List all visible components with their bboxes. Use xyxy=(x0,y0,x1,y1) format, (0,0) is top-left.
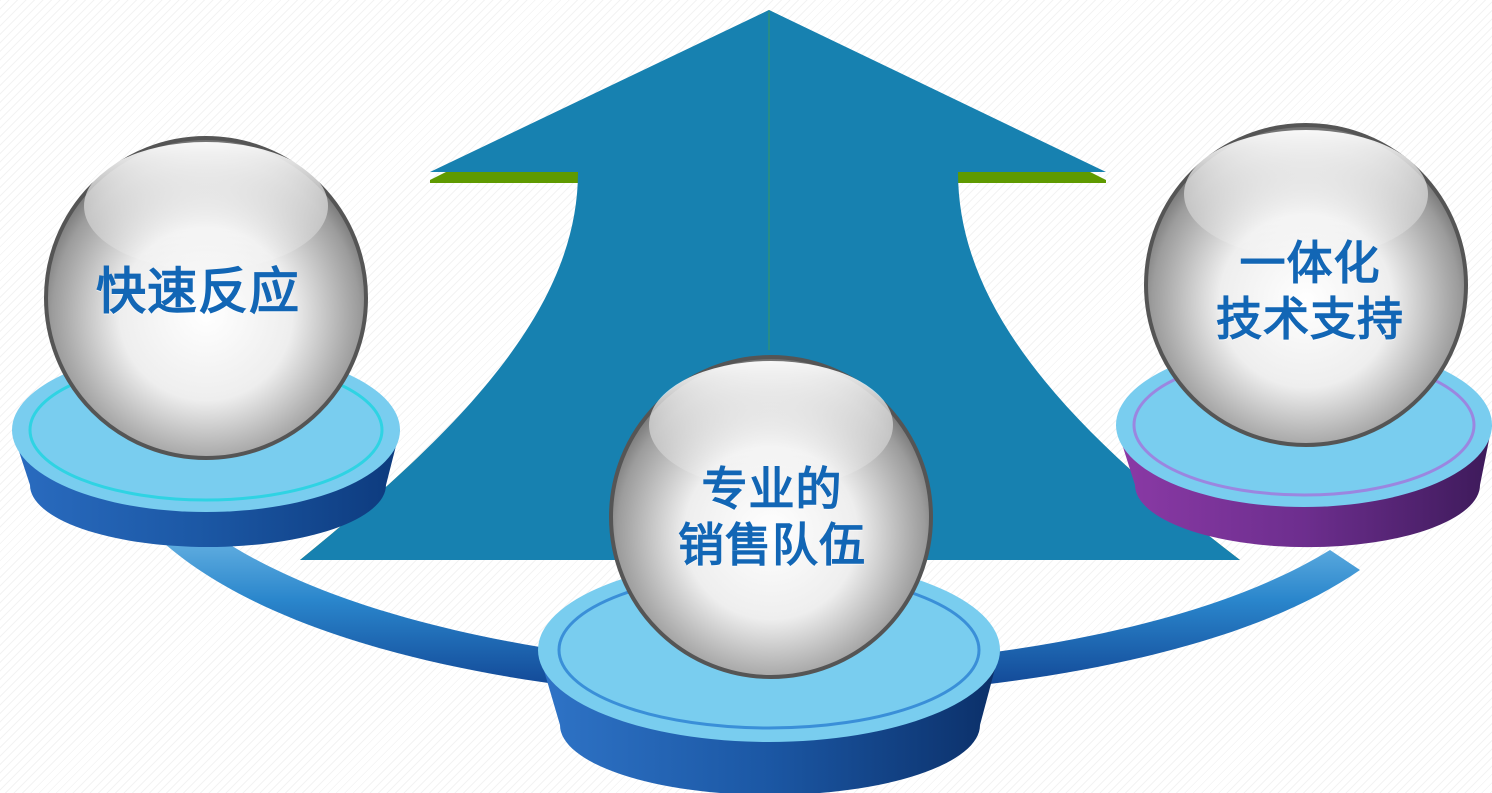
node-label-line: 技术支持 xyxy=(1216,292,1404,346)
connecting-band xyxy=(150,500,1360,700)
node-label-quick-response: 快速反应 xyxy=(96,262,300,323)
sphere-center xyxy=(609,355,933,679)
node-label-line: 快速反应 xyxy=(96,262,300,321)
node-label-tech-support: 一体化 技术支持 xyxy=(1216,235,1404,347)
up-arrow xyxy=(300,10,1240,560)
node-label-line: 销售队伍 xyxy=(678,518,866,572)
sphere-left xyxy=(44,136,368,460)
node-label-sales-team: 专业的 销售队伍 xyxy=(678,461,866,573)
sphere-right xyxy=(1144,123,1468,447)
node-label-line: 专业的 xyxy=(701,461,843,516)
node-label-line: 一体化 xyxy=(1239,235,1381,290)
